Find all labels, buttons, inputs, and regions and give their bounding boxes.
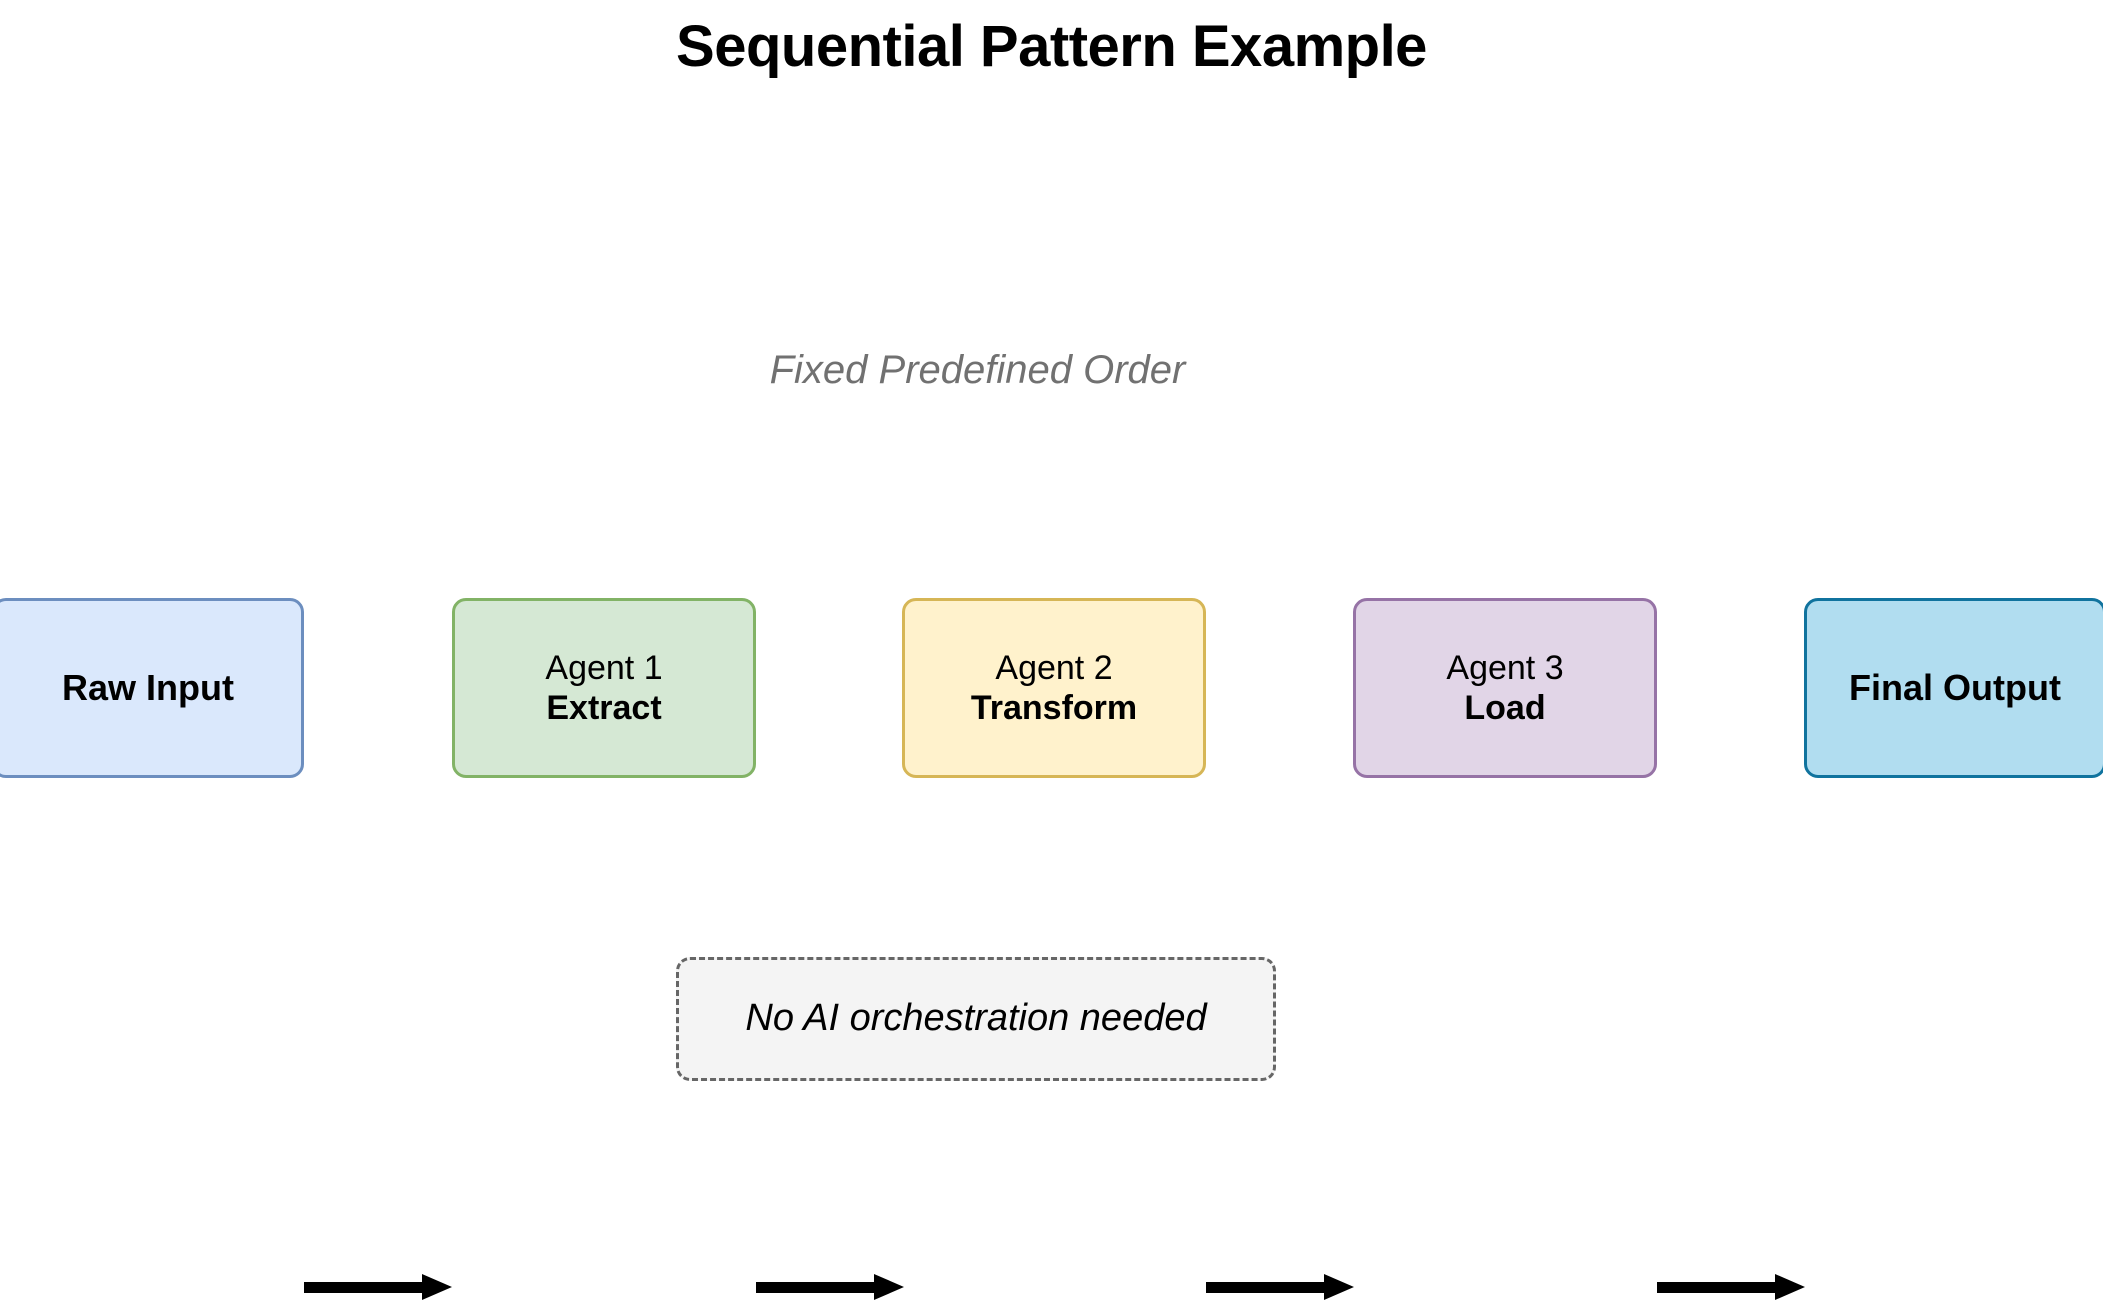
node-agent-2[interactable]: Agent 2 Transform	[902, 598, 1206, 778]
node-raw-input-title: Raw Input	[62, 666, 234, 708]
arrow-shaft	[304, 1282, 424, 1293]
arrow-shaft	[1657, 1282, 1777, 1293]
node-agent-1-subtitle: Extract	[546, 689, 662, 727]
diagram-canvas: Sequential Pattern Example Fixed Predefi…	[0, 14, 2103, 1300]
node-agent-1-title: Agent 1	[545, 648, 663, 687]
arrow-agent-3-to-final-output	[1657, 1274, 1805, 1300]
arrow-agent-2-to-agent-3	[1206, 1274, 1354, 1300]
footer-note-text: No AI orchestration needed	[745, 997, 1207, 1040]
arrow-agent-1-to-agent-2	[756, 1274, 904, 1300]
arrow-shaft	[1206, 1282, 1326, 1293]
arrow-head-icon	[874, 1274, 904, 1300]
node-final-output-title: Final Output	[1849, 666, 2061, 708]
node-raw-input[interactable]: Raw Input	[0, 598, 304, 778]
diagram-subtitle: Fixed Predefined Order	[769, 348, 1186, 392]
arrow-raw-input-to-agent-1	[304, 1274, 452, 1300]
node-agent-3[interactable]: Agent 3 Load	[1353, 598, 1657, 778]
arrow-shaft	[756, 1282, 876, 1293]
node-agent-3-subtitle: Load	[1464, 689, 1546, 727]
node-agent-2-title: Agent 2	[995, 648, 1113, 687]
node-final-output[interactable]: Final Output	[1804, 598, 2103, 778]
node-agent-1[interactable]: Agent 1 Extract	[452, 598, 756, 778]
arrow-head-icon	[422, 1274, 452, 1300]
flow-row: Raw Input Agent 1 Extract Agent 2 Transf…	[0, 598, 2103, 1300]
node-agent-3-title: Agent 3	[1446, 648, 1564, 687]
page-title: Sequential Pattern Example	[676, 14, 1427, 79]
footer-note-box: No AI orchestration needed	[676, 957, 1276, 1081]
arrow-head-icon	[1324, 1274, 1354, 1300]
node-agent-2-subtitle: Transform	[970, 689, 1138, 727]
arrow-head-icon	[1775, 1274, 1805, 1300]
